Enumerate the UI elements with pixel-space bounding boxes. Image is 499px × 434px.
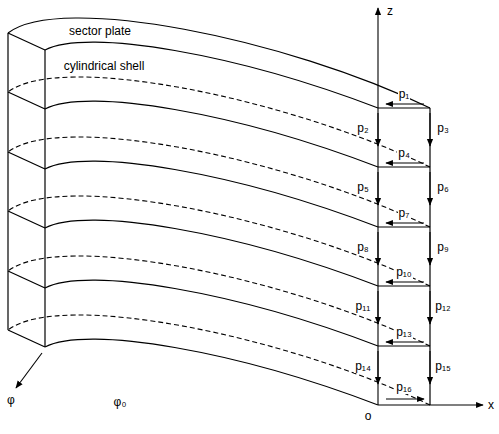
load-arrow [429, 291, 430, 324]
load-label: p₁₃ [395, 325, 413, 339]
face-edge [8, 211, 45, 228]
face-edge [44, 50, 45, 347]
load-label: p₉ [436, 240, 449, 254]
shell-arc [45, 220, 378, 286]
hidden-arc [8, 137, 430, 227]
axis-label: z [386, 4, 394, 18]
face-edge [7, 33, 8, 330]
x-axis [378, 404, 483, 405]
load-arrow [386, 222, 424, 223]
visible-edges [8, 18, 430, 405]
load-label: p₁₀ [395, 265, 413, 279]
load-arrow [429, 232, 430, 265]
face-edge [8, 271, 45, 288]
face-edge [8, 152, 45, 169]
face-edge [378, 226, 430, 227]
shell-arc [45, 42, 378, 108]
load-arrow [386, 341, 424, 342]
angle-label: φ₀ [113, 395, 128, 409]
shell-arc [45, 161, 378, 227]
load-arrow [429, 113, 430, 146]
hidden-arc [8, 315, 430, 405]
face-edge [8, 92, 45, 109]
load-label: p₅ [356, 180, 370, 194]
hidden-arcs [8, 77, 430, 405]
z-axis [377, 8, 378, 405]
face-edge [378, 166, 430, 167]
load-arrow [377, 232, 378, 265]
axis-label: φ [6, 393, 16, 407]
load-arrow [429, 351, 430, 384]
load-arrow [386, 162, 424, 163]
shell-arc [45, 280, 378, 346]
load-arrow [377, 351, 378, 384]
face-edge [378, 107, 430, 108]
plate-edge [8, 18, 430, 108]
hidden-arc [8, 256, 430, 346]
load-label: p₁₂ [434, 299, 451, 313]
load-label: p₂ [356, 121, 369, 135]
load-arrows [378, 104, 430, 399]
phi-axis [16, 353, 42, 388]
hidden-arc [8, 77, 430, 167]
load-arrow [429, 172, 430, 205]
load-label: p₁ [398, 87, 411, 101]
hidden-arc [8, 196, 430, 286]
face-edge [8, 330, 45, 347]
load-arrow [377, 172, 378, 205]
face-edge [8, 33, 45, 50]
load-label: p₁₄ [354, 359, 372, 373]
face-edge [378, 345, 430, 346]
axis-label: x [487, 398, 495, 412]
load-label: p₃ [436, 121, 450, 135]
load-label: p₁₆ [395, 380, 413, 394]
load-arrow [377, 291, 378, 324]
part-label: sector plate [68, 24, 132, 38]
load-label: p₁₁ [355, 299, 372, 313]
face-edge [429, 108, 430, 405]
origin-label: o [364, 409, 373, 423]
shell-arc [45, 339, 378, 405]
load-label: p₇ [398, 206, 411, 220]
load-arrow [377, 113, 378, 146]
part-label: cylindrical shell [63, 59, 146, 73]
axes [16, 8, 483, 405]
load-label: p₈ [356, 240, 370, 254]
load-arrow [386, 103, 424, 104]
load-label: p₆ [436, 180, 450, 194]
load-arrow [386, 398, 424, 399]
load-arrow [386, 281, 424, 282]
face-edge [378, 285, 430, 286]
load-label: p₄ [397, 146, 411, 160]
load-label: p₁₅ [434, 359, 452, 373]
shell-arc [45, 101, 378, 167]
